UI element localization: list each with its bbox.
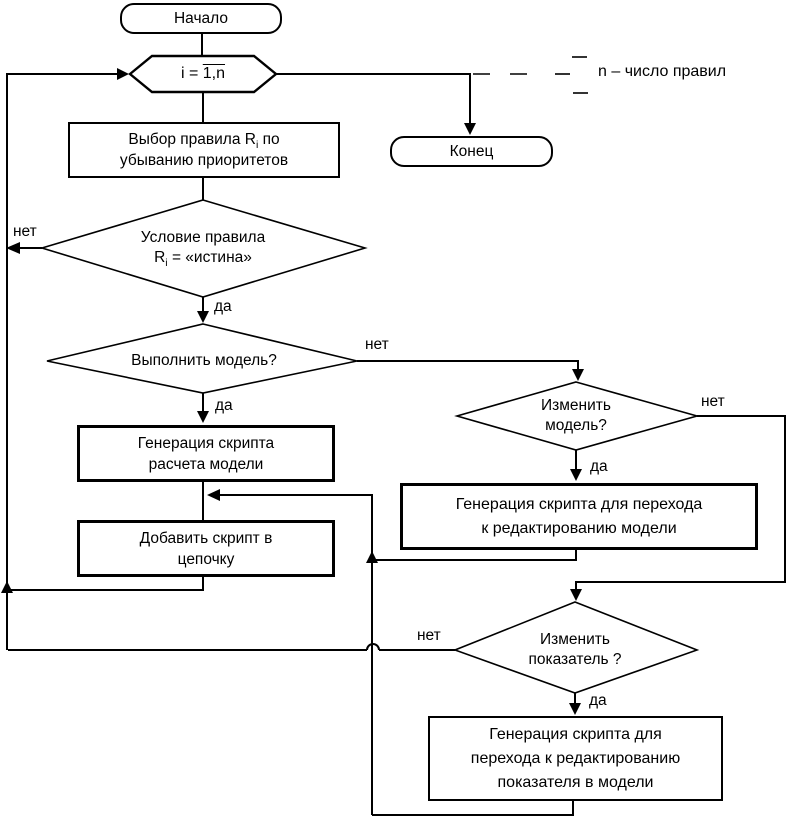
process-gen-edit-indicator: Генерация скрипта для перехода к редакти… <box>428 716 723 801</box>
arrowhead-merge-left <box>207 489 220 501</box>
arrowhead-feedback-up <box>1 581 13 593</box>
label-yes-edit-indicator: да <box>589 692 607 709</box>
end-label: Конец <box>449 143 494 160</box>
start-label: Начало <box>173 10 228 27</box>
arrowhead-into-editmodel <box>572 369 584 381</box>
process-select-rule: Выбор правила Ri по убыванию приоритетов <box>68 122 340 178</box>
terminator-end: Конец <box>390 136 553 167</box>
label-no-edit-model: нет <box>701 393 725 410</box>
edge-loop-end <box>276 73 471 129</box>
decision-edit-model <box>454 381 700 451</box>
arrowhead-condition-no <box>6 242 20 254</box>
edge-editmodel-no <box>575 415 786 595</box>
arrowhead-into-editindicator <box>570 589 582 601</box>
arrowhead-into-runmodel <box>197 311 209 323</box>
edge-feedback-main <box>6 73 124 650</box>
label-no-edit-indicator: нет <box>417 627 441 644</box>
annotation-rule-count: n – число правил <box>598 63 727 80</box>
edge-hop <box>366 643 380 651</box>
loop-hexagon <box>128 54 278 94</box>
loop-label: i = 1,n <box>180 65 226 82</box>
arrowhead-into-gencalc <box>197 411 209 423</box>
arrowhead-into-loop <box>117 68 129 80</box>
decision-edit-indicator-label: Изменить показатель ? <box>528 631 622 668</box>
decision-run-model-label: Выполнить модель? <box>131 352 277 369</box>
decision-condition-label: Условие правила Ri = «истина» <box>140 229 266 270</box>
process-gen-edit-model: Генерация скрипта для перехода к редакти… <box>400 483 758 550</box>
label-yes-run-model: да <box>215 397 233 414</box>
edge-addscript-feedback <box>8 571 204 591</box>
terminator-start: Начало <box>120 3 282 34</box>
annotation-dashes <box>473 56 588 94</box>
edge-merge-vertical <box>214 494 373 815</box>
label-yes-condition: да <box>214 298 232 315</box>
label-no-run-model: нет <box>365 336 389 353</box>
decision-condition <box>39 199 368 298</box>
process-gen-calc: Генерация скрипта расчета модели <box>77 425 335 482</box>
decision-edit-model-label: Изменить модель? <box>541 397 611 434</box>
arrowhead-into-genindicator <box>569 703 581 715</box>
arrowhead-into-geneditmodel <box>570 469 582 481</box>
label-no-condition: нет <box>13 223 37 240</box>
edge-genindicator-feedback <box>372 797 574 816</box>
edge-run-no <box>357 360 579 375</box>
arrowhead-merge-up <box>366 551 378 563</box>
loop-counter: 1,n <box>202 65 226 82</box>
decision-edit-indicator <box>452 601 700 694</box>
process-add-script: Добавить скрипт в цепочку <box>77 520 335 577</box>
decision-run-model <box>46 323 358 394</box>
label-yes-edit-model: да <box>590 458 608 475</box>
arrowhead-into-end <box>464 123 476 135</box>
